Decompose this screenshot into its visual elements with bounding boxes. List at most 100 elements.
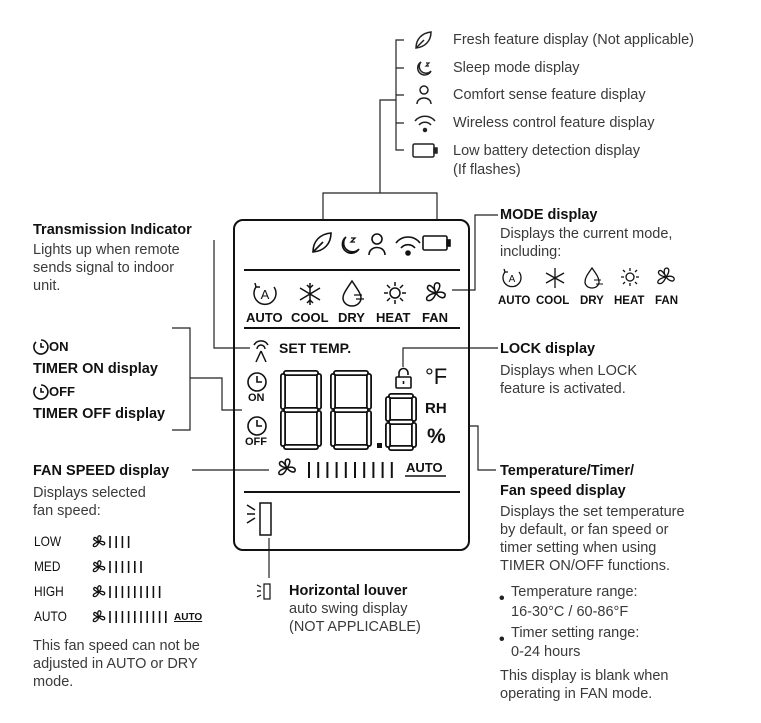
lcd-person-icon [368,233,386,256]
lcd-fan-speed-icon [278,458,296,476]
temp-range-label: Temperature range: [511,584,638,600]
fan-legend-icon [92,560,106,573]
timer-off-clock-icon [247,416,267,436]
feature-sleep-label: Sleep mode display [453,60,580,76]
mode-heat-icon [621,268,639,286]
temp-range-value: 16-30°C / 60-86°F [511,604,629,620]
lock-desc: Displays when LOCK feature is activated. [500,363,637,397]
lcd-mode-dry: DRY [338,310,365,325]
fan-speed-note: This fan speed can not be adjusted in AU… [33,638,200,690]
temp-desc: Displays the set temperature by default,… [500,504,685,574]
louver-desc: auto swing display (NOT APPLICABLE) [289,601,421,635]
sleep-icon [416,61,432,76]
timer-range-label: Timer setting range: [511,625,640,641]
fan-legend-icon [92,585,106,598]
mode-cool-icon [545,268,565,288]
transmission-connector [213,240,250,349]
svg-text:A: A [509,274,516,285]
lcd-dry-icon [342,279,364,307]
fan-speed-desc: Displays selected fan speed: [33,485,146,519]
lcd-sleep-icon [341,236,360,254]
fan-level-med: MED [34,558,61,574]
fan-level-low: LOW [34,533,62,549]
lcd-percent: % [427,425,446,448]
temp-title-2: Fan speed display [500,483,626,499]
lcd-heat-icon [384,282,406,304]
wireless-icon [414,115,436,133]
temperature-connector [468,425,496,471]
fan-speed-title: FAN SPEED display [33,463,170,479]
fan-legend-icons [92,535,106,623]
timer-off-tag: OFF [49,384,75,399]
lcd-wireless-icon [395,236,421,256]
timer-on-legend-clock-icon [33,339,49,355]
lcd-cool-icon [299,283,321,305]
feature-battery-note: (If flashes) [453,162,521,178]
lcd-rh: RH [425,400,447,417]
lcd-fan-icon [425,282,446,302]
lcd-mode-cool: COOL [291,310,329,325]
timer-on-tag: ON [49,339,69,354]
feature-battery-label: Low battery detection display [453,143,640,159]
lock-icon [395,367,412,389]
fan-legend-icon [92,535,106,548]
fan-level-auto: AUTO [34,608,67,624]
mode-fan-icon [657,267,675,285]
fan-legend-icon [92,610,106,623]
bullet-2: • [499,631,505,648]
feature-connector [322,99,438,220]
mode-title: MODE display [500,207,598,223]
lock-connector [402,347,498,367]
transmission-desc: Lights up when remote sends signal to in… [33,242,180,294]
lcd-auto-icon: A [253,282,277,306]
lcd-auto: AUTO [406,460,443,475]
lcd-fan-speed-bars [308,462,393,478]
lcd-mode-heat: HEAT [376,310,411,325]
leaf-icon [415,31,432,49]
lcd-timer-off: OFF [245,436,267,448]
transmission-title: Transmission Indicator [33,222,192,238]
timer-off-legend-clock-icon [33,384,49,400]
louver-title: Horizontal louver [289,583,408,599]
mode-label-cool: COOL [536,295,570,307]
fan-legend-bars [109,536,167,623]
lcd-timer-on: ON [248,392,265,404]
feature-wireless-label: Wireless control feature display [453,115,655,131]
mode-label-fan: FAN [655,295,678,307]
lcd-set-temp: SET TEMP. [279,340,352,356]
timer-connector [190,377,242,411]
mode-label-heat: HEAT [614,295,645,307]
mode-label-dry: DRY [580,295,604,307]
mode-dry-icon [584,266,603,289]
lcd-mode-fan: FAN [422,310,448,325]
transmission-icon [253,340,269,363]
timer-off-label: TIMER OFF display [33,406,166,422]
lcd-frame [233,219,470,551]
temp-note: This display is blank when operating in … [500,668,669,702]
lcd-louver-icon [246,502,272,536]
fan-level-auto-tag: AUTO [174,612,203,623]
lock-title: LOCK display [500,341,596,357]
battery-icon [412,143,438,158]
mode-auto-icon: A [502,268,522,288]
timer-bracket [172,327,191,431]
svg-text:A: A [261,287,270,302]
louver-legend-icon [256,583,271,600]
lcd-leaf-icon [312,232,332,253]
mode-label-auto: AUTO [498,295,531,307]
temp-title-1: Temperature/Timer/ [500,463,635,479]
person-icon [416,85,432,105]
timer-on-label: TIMER ON display [33,361,158,377]
bullet-1: • [499,590,505,607]
feature-comfort-label: Comfort sense feature display [453,87,646,103]
mode-connector [452,214,498,291]
lcd-mode-auto: AUTO [246,310,283,325]
mode-desc: Displays the current mode, including: [500,226,673,260]
timer-on-clock-icon [247,372,267,392]
feature-fresh-label: Fresh feature display (Not applicable) [453,32,694,48]
lcd-decimal-point [377,443,382,448]
lcd-battery-icon [422,235,451,251]
lcd-digits [280,370,417,451]
timer-range-value: 0-24 hours [511,644,581,660]
lcd-unit-f: °F [425,364,448,389]
